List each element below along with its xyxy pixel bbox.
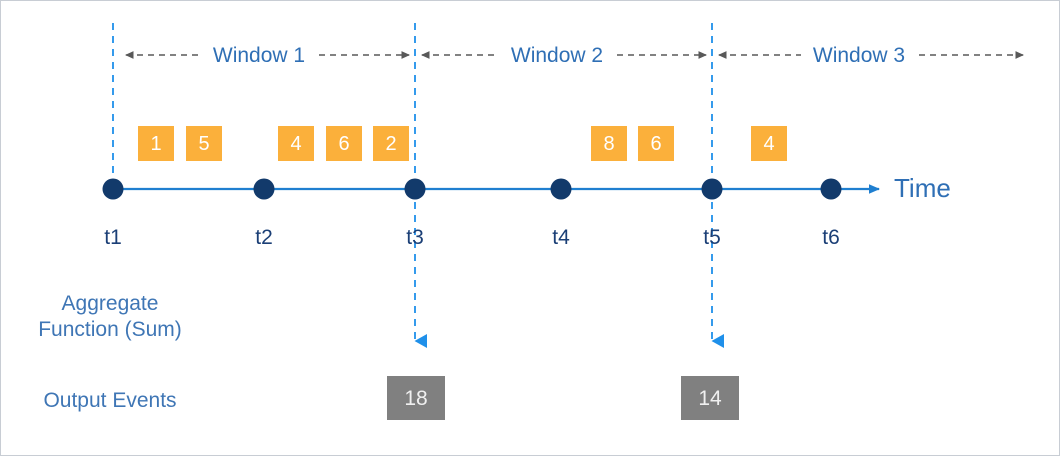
time-axis-label: Time <box>894 173 951 203</box>
event-box: 5 <box>186 126 222 161</box>
output-events-label: Output Events <box>43 389 177 412</box>
timeline-dot-t5 <box>701 178 723 200</box>
event-box: 6 <box>638 126 674 161</box>
event-box: 4 <box>278 126 314 161</box>
timeline-dot-t2 <box>253 178 275 200</box>
window-label-3: Window 3 <box>812 44 906 67</box>
timeline-dot-t4 <box>550 178 572 200</box>
event-box: 1 <box>138 126 174 161</box>
window-label-1: Window 1 <box>212 44 306 67</box>
tick-label-t2: t2 <box>255 226 273 249</box>
timeline-dot-t1 <box>102 178 124 200</box>
tick-label-t5: t5 <box>703 226 721 249</box>
tick-label-t6: t6 <box>822 226 840 249</box>
output-box: 14 <box>681 376 739 420</box>
timeline-dot-t3 <box>404 178 426 200</box>
timeline-axis <box>102 178 880 200</box>
tick-label-t3: t3 <box>406 226 424 249</box>
output-box: 18 <box>387 376 445 420</box>
aggregate-function-label: Aggregate Function (Sum) <box>38 292 182 341</box>
event-box: 2 <box>373 126 409 161</box>
tick-label-t1: t1 <box>104 226 122 249</box>
event-box: 8 <box>591 126 627 161</box>
event-box: 6 <box>326 126 362 161</box>
timeline-dot-t6 <box>820 178 842 200</box>
event-box: 4 <box>751 126 787 161</box>
tick-label-t4: t4 <box>552 226 570 249</box>
window-label-2: Window 2 <box>510 44 604 67</box>
window-divider-lines <box>112 23 724 348</box>
